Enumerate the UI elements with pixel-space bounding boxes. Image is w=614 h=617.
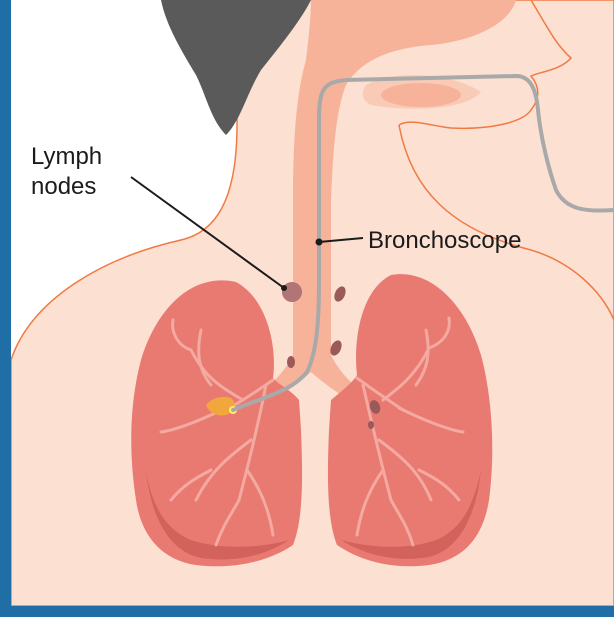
- bronchoscope-leader-dot: [316, 239, 323, 246]
- bronchoscope-label: Bronchoscope: [368, 226, 521, 256]
- diagram-canvas: Lymph nodes Bronchoscope: [11, 0, 614, 606]
- lymph-nodes-leader-dot: [281, 285, 287, 291]
- lymph-node-highlighted: [282, 282, 302, 302]
- tongue: [381, 83, 461, 107]
- lymph-nodes-label: Lymph nodes: [31, 142, 151, 202]
- lymph-node: [368, 421, 374, 429]
- lymph-node: [287, 356, 295, 368]
- anatomy-illustration: [11, 0, 614, 606]
